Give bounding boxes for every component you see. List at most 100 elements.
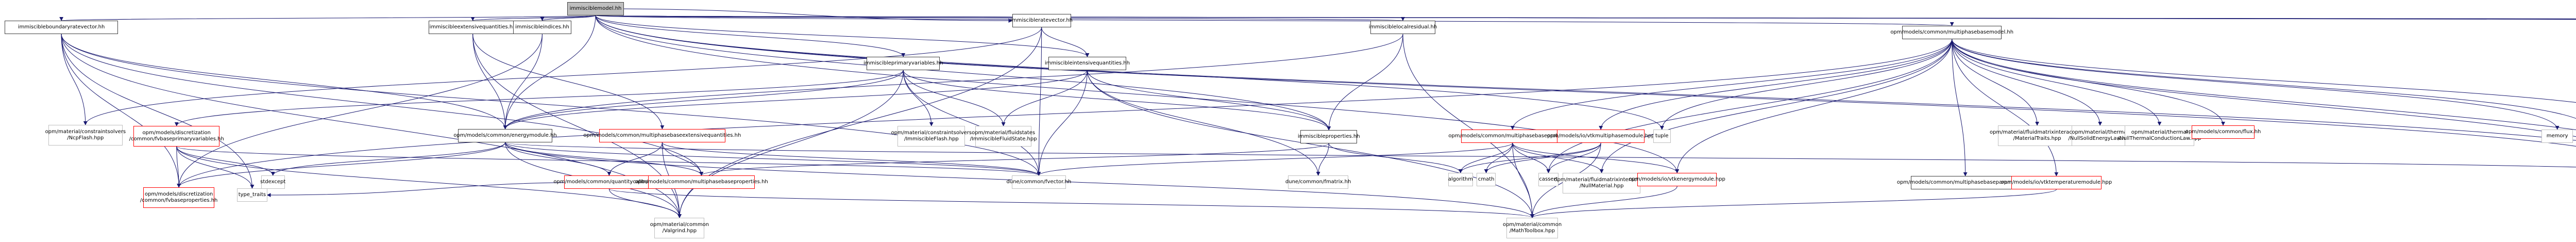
edge-iprops-to-mbprops bbox=[699, 143, 1329, 176]
graph-node-energy[interactable]: opm/models/common/energymodule.hh bbox=[453, 129, 557, 142]
edge-ipv-to-immflash bbox=[903, 70, 934, 126]
edge-mbm-to-fvprops bbox=[177, 39, 1953, 188]
graph-node-mbparams[interactable]: opm/models/common/multiphasebaseparamete… bbox=[1897, 176, 2033, 189]
graph-node-fvpv[interactable]: opm/models/discretization /common/fvbase… bbox=[129, 126, 224, 147]
graph-node-cassert: cassert bbox=[1538, 173, 1559, 186]
graph-node-cmath: cmath bbox=[1477, 173, 1496, 186]
edge-ipv-to-fvector bbox=[903, 70, 1041, 176]
edge-mbm-to-mbparams bbox=[1952, 39, 1968, 176]
edge-ilr-to-mathtb bbox=[1402, 34, 1535, 218]
edge-ind-to-fvprops bbox=[177, 34, 543, 188]
edge-root-to-densead bbox=[595, 15, 2576, 141]
edge-energy-to-fvector bbox=[505, 142, 1041, 176]
edge-vtkmp-to-algorithm bbox=[1458, 142, 1601, 173]
edge-mbm-to-vtkenergy bbox=[1675, 39, 1953, 173]
edge-mbproblem-to-nullmat bbox=[1512, 142, 1604, 173]
graph-node-fvprops[interactable]: opm/models/discretization /common/fvbase… bbox=[140, 187, 217, 208]
edge-mbm-to-vtktemp bbox=[1952, 39, 2059, 176]
edge-mbm-to-memory bbox=[1952, 39, 2560, 130]
graph-node-stdexcept: stdexcept bbox=[260, 175, 285, 189]
graph-node-brv[interactable]: immiscibleboundaryratevector.hh bbox=[5, 21, 118, 34]
graph-node-ncpflash: opm/material/constraintsolvers /NcpFlash… bbox=[45, 125, 126, 146]
graph-node-mattraits: opm/material/fluidmatrixinteractions /Ma… bbox=[1990, 125, 2084, 146]
graph-node-mbprops[interactable]: opm/models/common/multiphasebaseproperti… bbox=[635, 175, 768, 189]
edge-fvpv-to-valgrind bbox=[176, 146, 682, 218]
graph-node-mbeq[interactable]: opm/models/common/multiphasebaseextensiv… bbox=[583, 129, 741, 142]
edge-iiq-to-energy bbox=[503, 70, 1088, 130]
graph-node-nullsolid: opm/material/thermal /NullSolidEnergyLaw… bbox=[2069, 125, 2132, 146]
edge-irv-to-valgrind bbox=[677, 27, 1042, 218]
graph-node-root[interactable]: immisciblemodel.hh bbox=[567, 2, 624, 15]
edge-brv-to-fvector bbox=[61, 34, 1041, 176]
edge-root-to-ind bbox=[540, 15, 596, 21]
graph-node-mbm[interactable]: opm/models/common/multiphasebasemodel.hh bbox=[1890, 26, 2013, 39]
graph-node-vtktemp[interactable]: opm/models/io/vtktemperaturemodule.hpp bbox=[2001, 176, 2112, 189]
edge-vtktemp-to-mathtb bbox=[1530, 189, 2057, 218]
edge-ind-to-energy bbox=[503, 34, 543, 130]
edge-ilr-to-iprops bbox=[1327, 34, 1403, 131]
edge-mbm-to-mutex bbox=[1952, 39, 2576, 119]
edge-iiq-to-mathtb bbox=[1087, 70, 1535, 218]
edge-qcb-to-type_traits bbox=[266, 182, 609, 197]
edge-mbm-to-tuple bbox=[1659, 39, 1953, 130]
edge-mbproblem-to-fvector bbox=[1037, 142, 1513, 176]
graph-node-iiq[interactable]: immiscibleintensivequantities.hh bbox=[1045, 57, 1130, 70]
edge-fvpv-to-fvprops bbox=[176, 146, 181, 188]
graph-node-flux[interactable]: opm/models/common/flux.hh bbox=[2185, 125, 2261, 139]
graph-node-immfs: opm/material/fluidstates /ImmiscibleFlui… bbox=[970, 126, 1037, 147]
edge-root-to-tuple bbox=[595, 15, 1664, 130]
edge-vtkmp-to-cmath bbox=[1484, 142, 1601, 173]
edge-mbproblem-to-algorithm bbox=[1458, 142, 1513, 173]
graph-node-fmatrix: dune/common/fmatrix.hh bbox=[1285, 175, 1351, 189]
edge-irv-to-ncpflash bbox=[83, 27, 1042, 125]
edge-mbm-to-densead bbox=[1952, 39, 2576, 131]
edge-energy-to-string bbox=[505, 142, 2576, 168]
graph-node-irv[interactable]: immiscibleratevector.hh bbox=[1010, 14, 1073, 27]
graph-node-ieq[interactable]: immiscibleextensivequantities.hh bbox=[429, 21, 517, 34]
edge-iprops-to-algorithm bbox=[1328, 143, 1463, 173]
graph-node-ipv[interactable]: immiscibleprimaryvariables.hh bbox=[863, 57, 943, 70]
graph-node-nullmat: opm/material/fluidmatrixinteractions /Nu… bbox=[1554, 173, 1649, 193]
edge-ipv-to-fvpv bbox=[174, 70, 904, 126]
edge-brv-to-fvprops bbox=[61, 34, 181, 188]
edge-mbproblem-to-vtkenergy bbox=[1512, 142, 1680, 173]
edge-root-to-iiq bbox=[595, 15, 1090, 57]
graph-node-ilr[interactable]: immisciblelocalresidual.hh bbox=[1369, 21, 1437, 34]
graph-node-vtkmp[interactable]: opm/models/io/vtkmultiphasemodule.hpp bbox=[1547, 130, 1655, 143]
graph-node-iprops[interactable]: immiscibleproperties.hh bbox=[1298, 130, 1360, 143]
graph-node-vtkenergy[interactable]: opm/models/io/vtkenergymodule.hpp bbox=[1629, 173, 1725, 186]
edge-qcb-to-mathtb bbox=[608, 188, 1534, 218]
edge-root-to-iprops bbox=[595, 15, 1331, 131]
edge-energy-to-stdexcept bbox=[270, 142, 506, 176]
graph-node-algorithm: algorithm bbox=[1448, 173, 1473, 186]
edge-ipv-to-energy bbox=[503, 70, 904, 130]
graph-node-mbproblem[interactable]: opm/models/common/multiphasebaseproblem.… bbox=[1448, 130, 1577, 143]
edge-iiq-to-immfs bbox=[1001, 70, 1088, 126]
graph-node-memory: memory bbox=[2541, 130, 2573, 143]
edge-mbm-to-vtkmp bbox=[1599, 39, 1953, 130]
edge-iiq-to-iprops bbox=[1087, 70, 1331, 131]
edge-root-to-string bbox=[595, 15, 2576, 147]
graph-node-valgrind: opm/material/common /Valgrind.hpp bbox=[650, 218, 709, 238]
edge-mbm-to-nullsolid bbox=[1952, 39, 2103, 126]
edge-ipv-to-iprops bbox=[903, 70, 1331, 131]
graph-node-qcb[interactable]: opm/models/common/quantitycallbacks.hh bbox=[553, 175, 665, 189]
edge-ipv-to-valgrind bbox=[677, 70, 904, 218]
edge-fvpv-to-stdexcept bbox=[176, 146, 275, 176]
edge-mbm-to-vcfv bbox=[1952, 39, 2576, 103]
edge-qcb-to-valgrind bbox=[608, 188, 682, 218]
edge-brv-to-ncpflash bbox=[61, 34, 88, 125]
edge-energy-to-fvprops bbox=[177, 142, 506, 188]
graph-node-type_traits: type_traits bbox=[237, 188, 267, 202]
edge-vtkmp-to-cassert bbox=[1546, 142, 1601, 173]
edge-root-to-energy bbox=[503, 15, 596, 130]
edge-root-to-liqphase bbox=[595, 15, 2576, 20]
edge-brv-to-type_traits bbox=[61, 34, 255, 189]
edge-mbproblem-to-cmath bbox=[1484, 142, 1513, 173]
edge-root-to-ilr bbox=[595, 15, 1404, 21]
edge-root-to-ieq bbox=[470, 15, 596, 21]
graph-node-ind[interactable]: immiscibleindices.hh bbox=[513, 21, 572, 34]
edge-iiq-to-fmatrix bbox=[1087, 70, 1320, 176]
edge-iprops-to-fmatrix bbox=[1316, 143, 1329, 176]
